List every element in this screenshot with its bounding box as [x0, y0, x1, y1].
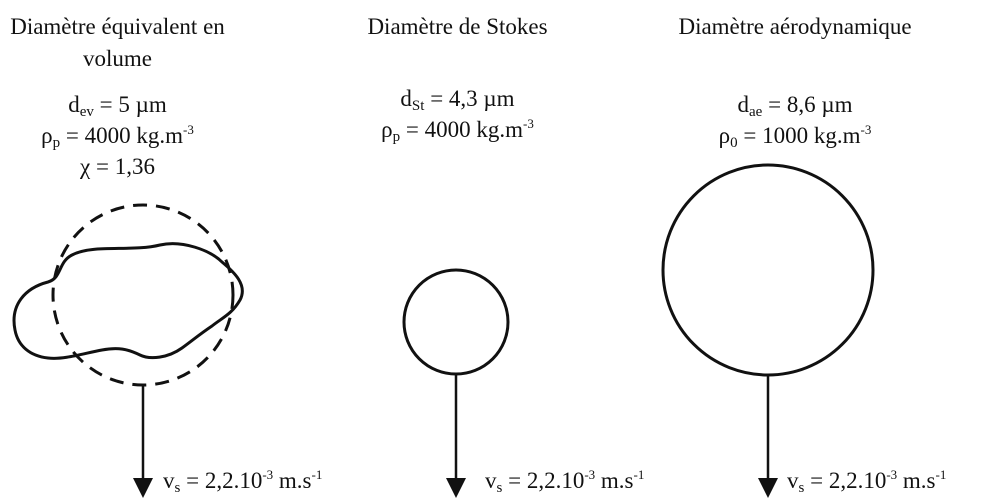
settling-arrow-head-1	[133, 478, 153, 498]
density-0-label: ρ0 = 1000 kg.m-3	[718, 122, 872, 151]
irregular-particle	[12, 242, 244, 360]
diameter-st-label: dSt = 4,3 µm	[400, 86, 515, 114]
equivalent-volume-sphere	[51, 203, 235, 387]
title-stokes: Diamètre de Stokes	[367, 14, 548, 39]
density-p-label: ρp = 4000 kg.m-3	[381, 116, 534, 145]
title-aerodynamic: Diamètre aérodynamique	[678, 14, 912, 39]
diameter-ev-label: dev = 5 µm	[68, 92, 167, 120]
params-stokes: dSt = 4,3 µm ρp = 4000 kg.m-3	[330, 83, 585, 145]
aerodynamic-sphere	[661, 163, 875, 377]
diameter-ae-label: dae = 8,6 µm	[737, 92, 853, 120]
stokes-sphere	[402, 268, 510, 376]
params-aerodynamic: dae = 8,6 µm ρ0 = 1000 kg.m-3	[635, 89, 955, 151]
title-volume-equivalent: Diamètre équivalent en volume	[10, 14, 225, 71]
shape-factor-label: χ = 1,36	[80, 154, 155, 179]
params-volume-equivalent: dev = 5 µm ρp = 4000 kg.m-3 χ = 1,36	[0, 89, 235, 182]
settling-velocity-label-1: vs = 2,2.10-3 m.s-1	[163, 467, 323, 496]
settling-arrow-head-3	[758, 478, 778, 498]
settling-arrow-head-2	[446, 478, 466, 498]
settling-velocity-label-2: vs = 2,2.10-3 m.s-1	[485, 467, 645, 496]
settling-velocity-label-3: vs = 2,2.10-3 m.s-1	[787, 467, 947, 496]
density-p-label: ρp = 4000 kg.m-3	[41, 122, 194, 151]
